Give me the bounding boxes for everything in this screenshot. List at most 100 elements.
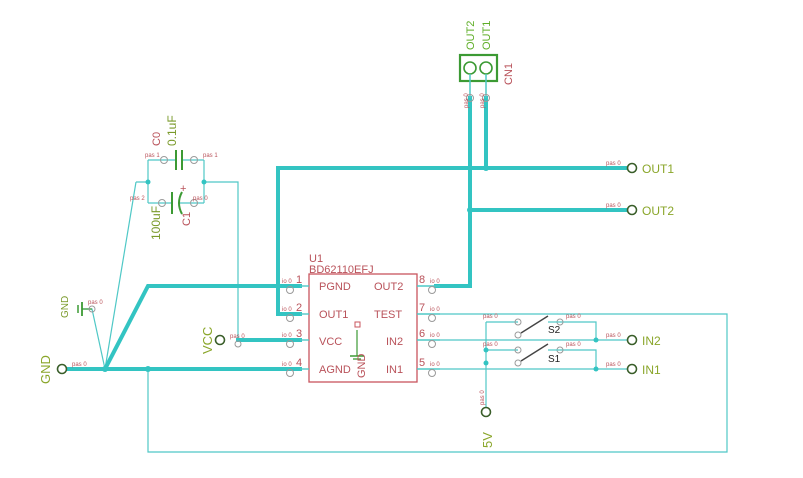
pad-label: io 0 <box>430 279 440 285</box>
net-terminal-in2[interactable]: IN2 pas 0 <box>606 333 661 348</box>
switch-s1[interactable]: S1 pas 0 pas 0 <box>483 342 581 367</box>
junction-dot <box>483 165 489 171</box>
pad-marker <box>428 286 436 294</box>
connector-pin-circle <box>479 61 493 75</box>
pad-marker <box>286 286 294 294</box>
net-terminal-out2[interactable]: OUT2 pas 0 <box>606 203 674 218</box>
terminal-circle <box>56 363 68 375</box>
junction-dot <box>483 360 489 366</box>
ic-pin-name: VCC <box>319 336 342 348</box>
pad-label: io 0 <box>430 307 440 313</box>
pad-marker <box>428 340 436 348</box>
switch-lever <box>520 343 549 362</box>
pad-label: pas 0 <box>480 93 486 108</box>
connector-body <box>458 53 499 83</box>
pad-label: io 0 <box>430 333 440 339</box>
ic-pin-name: IN2 <box>386 336 403 348</box>
c1-value: 100uF <box>149 206 163 240</box>
ic-pin-number: 3 <box>296 328 302 340</box>
pgnd-wire <box>102 284 302 372</box>
pad-marker <box>286 369 294 377</box>
pad-label: pas 2 <box>130 196 145 202</box>
out1-net-wire <box>276 166 634 316</box>
out1-net-label: OUT1 <box>642 162 674 176</box>
pad-label: pas 0 <box>606 161 621 167</box>
ic-pin-number: 4 <box>296 357 302 369</box>
ic-u1[interactable]: U1 BD62110EFJ 1 PGND 2 OUT1 3 VCC 4 AGND… <box>296 253 440 383</box>
ic-pin-name: AGND <box>319 364 351 376</box>
net-terminal-gnd[interactable]: GND pas 0 <box>38 355 87 384</box>
switch-s2[interactable]: S2 pas 0 pas 0 <box>483 314 581 339</box>
net-terminal-out1[interactable]: OUT1 pas 0 <box>606 161 674 176</box>
terminal-circle <box>480 406 492 418</box>
pad-label: pas 0 <box>193 196 208 202</box>
ic-pin-number: 2 <box>296 302 302 314</box>
out2-net-label: OUT2 <box>642 204 674 218</box>
c0-value: 0.1uF <box>165 115 179 146</box>
pad-label: io 0 <box>282 279 292 285</box>
switch-contact <box>514 318 522 326</box>
junction-dot <box>593 366 599 372</box>
terminal-circle <box>626 162 638 174</box>
connector-pin-label: OUT2 <box>465 21 477 50</box>
ic-pin-name: OUT2 <box>374 281 403 293</box>
junction-dot <box>102 366 108 372</box>
gnd-to-cap-wire <box>104 181 137 370</box>
thin-wires <box>82 160 728 453</box>
pad-marker <box>286 340 294 348</box>
pad-label: pas 0 <box>566 314 581 320</box>
net-terminal-5v[interactable]: 5V pas 0 <box>480 390 495 448</box>
ic-pin-number: 6 <box>419 328 425 340</box>
junctions <box>102 165 599 372</box>
junction-dot <box>483 347 489 353</box>
s2-right-wire <box>560 321 597 340</box>
pad-marker <box>428 369 436 377</box>
ic-pin-name: TEST <box>374 309 402 321</box>
pad-label: io 0 <box>430 362 440 368</box>
junction-dot <box>145 366 151 372</box>
vcc-net-label: VCC <box>200 327 215 354</box>
pad-marker <box>466 94 474 102</box>
pad-label: pas 0 <box>88 300 103 306</box>
net-terminal-vcc[interactable]: VCC pas 0 <box>200 327 245 354</box>
switch-ref: S1 <box>548 354 561 365</box>
pad-label: pas 1 <box>145 153 160 159</box>
ic-gnd-label: GND <box>356 354 368 379</box>
connector-cn1[interactable]: OUT2 OUT1 CN1 pas 0 pas 0 <box>458 21 515 108</box>
pad-label: pas 0 <box>72 362 87 368</box>
terminal-circle <box>626 334 638 346</box>
ic-pin-name: IN1 <box>386 364 403 376</box>
pad-label: io 0 <box>282 362 292 368</box>
in1-net-label: IN1 <box>642 363 661 377</box>
cap-left-wire <box>136 160 149 183</box>
pad-marker <box>286 314 294 322</box>
pad-label: pas 0 <box>464 93 470 108</box>
switch-lever <box>520 315 549 334</box>
pad-marker <box>482 94 490 102</box>
switch-contact <box>514 346 522 354</box>
gnd-symbol[interactable]: GND pas 0 <box>60 296 103 318</box>
net-terminal-in1[interactable]: IN1 pas 0 <box>606 362 661 377</box>
test-loop-wire <box>147 313 728 453</box>
thick-wires <box>60 96 634 372</box>
ic-pad-markers: io 0 io 0 io 0 io 0 io 0 io 0 io 0 io 0 <box>282 279 440 377</box>
pad-marker <box>158 199 166 207</box>
ic-pin-name: OUT1 <box>319 309 348 321</box>
connector-pin-circle <box>463 61 477 75</box>
switch-contact <box>514 331 522 339</box>
ic-pin-number: 7 <box>419 302 425 314</box>
in2-net-label: IN2 <box>642 334 661 348</box>
gnd-symbol-label: GND <box>60 296 71 318</box>
c1-ref: C1 <box>181 212 193 226</box>
capacitor-c1[interactable]: + 100uF C1 pas 2 pas 0 <box>130 183 208 240</box>
junction-dot <box>201 179 207 185</box>
pad-label: io 0 <box>282 307 292 313</box>
junction-dot <box>593 337 599 343</box>
c0-ref: C0 <box>151 132 163 146</box>
pad-marker <box>190 156 198 164</box>
connector-pin-label: OUT1 <box>481 21 493 50</box>
capacitor-c0[interactable]: C0 0.1uF pas 1 pas 1 <box>145 115 218 170</box>
terminal-circle <box>626 204 638 216</box>
pad-marker <box>190 199 198 207</box>
pad-label: pas 0 <box>483 342 498 348</box>
